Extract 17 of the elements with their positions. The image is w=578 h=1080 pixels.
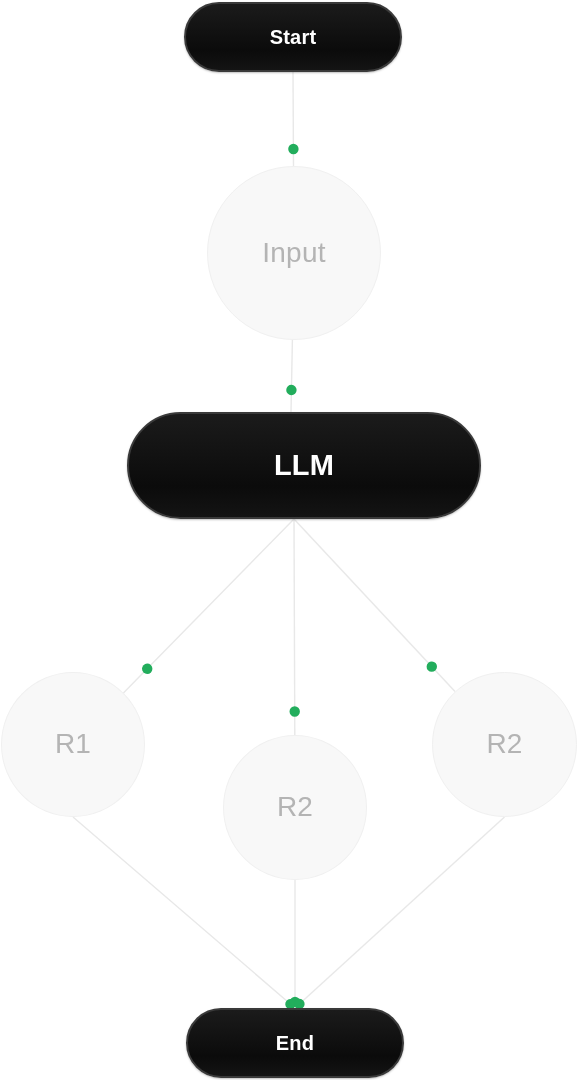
connector-line (293, 518, 456, 693)
node-label: R2 (486, 728, 523, 761)
terminal-pill (186, 1008, 404, 1078)
connector-line (122, 518, 295, 694)
connector-line (286, 339, 297, 413)
connector-line (72, 816, 296, 1010)
connector-line (289, 518, 300, 737)
terminal-pill (184, 2, 402, 72)
node-label: Input (262, 236, 326, 270)
connector-line (289, 879, 301, 1009)
node-label: End (275, 1031, 315, 1055)
connector-line (294, 816, 506, 1010)
node-label: Start (269, 25, 317, 49)
node-label: R1 (54, 728, 92, 761)
node-label: R2 (276, 791, 314, 824)
connector-line (288, 71, 299, 167)
node-label: LLM (273, 448, 335, 483)
